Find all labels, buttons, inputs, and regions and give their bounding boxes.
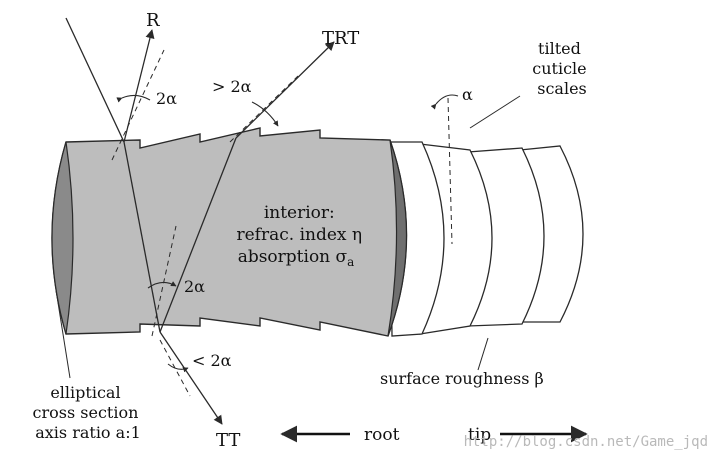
leader-lines: [55, 95, 521, 379]
label-elliptical-line2: cross section: [33, 403, 139, 422]
label-tilted-line3: scales: [537, 79, 587, 98]
label-tilted-line2: cuticle: [532, 59, 586, 78]
label-tt: TT: [216, 430, 240, 451]
label-interior: interior: refrac. index η absorption σa: [237, 203, 368, 269]
arc-gt-2alpha: [251, 101, 279, 127]
ray-refracted-inside: [123, 141, 161, 333]
label-interior-line1: interior:: [264, 203, 335, 223]
ray-trt: [235, 41, 335, 139]
normal-scale: [447, 97, 453, 245]
normal-top-right: [229, 75, 299, 143]
label-tip: tip: [468, 425, 491, 445]
label-2alpha-mid: 2α: [184, 277, 205, 296]
arc-2alpha-mid: [147, 281, 177, 289]
normal-top-left: [111, 49, 165, 161]
label-gt-2alpha: > 2α: [212, 77, 252, 96]
label-alpha: α: [462, 85, 473, 104]
label-interior-line2: refrac. index η: [237, 225, 363, 245]
angle-arcs: [116, 94, 459, 373]
ray-paths: [65, 17, 335, 425]
label-surface-roughness: surface roughness β: [380, 369, 544, 388]
watermark: http://blog.csdn.net/Game_jqd: [464, 434, 708, 450]
label-r: R: [146, 10, 160, 31]
label-tilted-line1: tilted: [538, 39, 581, 58]
label-tilted: tilted cuticle scales: [532, 39, 591, 98]
ray-r: [123, 29, 155, 143]
arc-alpha: [430, 94, 459, 110]
leader-tilted: [469, 95, 521, 129]
label-interior-subscript: a: [347, 255, 354, 269]
incident-ray: [65, 17, 125, 143]
label-elliptical-line1: elliptical: [50, 383, 120, 402]
cuticle-scales: [389, 141, 584, 337]
arc-2alpha-top: [116, 94, 151, 103]
leader-surface: [477, 337, 489, 371]
label-trt: TRT: [322, 28, 359, 49]
root-end-cap: [51, 141, 74, 335]
label-root: root: [364, 425, 400, 445]
label-elliptical: elliptical cross section axis ratio a:1: [33, 383, 144, 442]
label-2alpha-top: 2α: [156, 89, 177, 108]
label-lt-2alpha: < 2α: [192, 351, 232, 370]
ray-internal-reflection: [159, 137, 237, 333]
arc-lt-2alpha: [167, 363, 189, 373]
label-elliptical-line3: axis ratio a:1: [35, 423, 141, 442]
interior-end-cap: [387, 139, 408, 337]
leader-elliptical: [55, 289, 71, 379]
normal-mid: [151, 225, 177, 337]
ray-tt: [159, 331, 223, 425]
label-interior-line3: absorption σ: [238, 247, 348, 267]
